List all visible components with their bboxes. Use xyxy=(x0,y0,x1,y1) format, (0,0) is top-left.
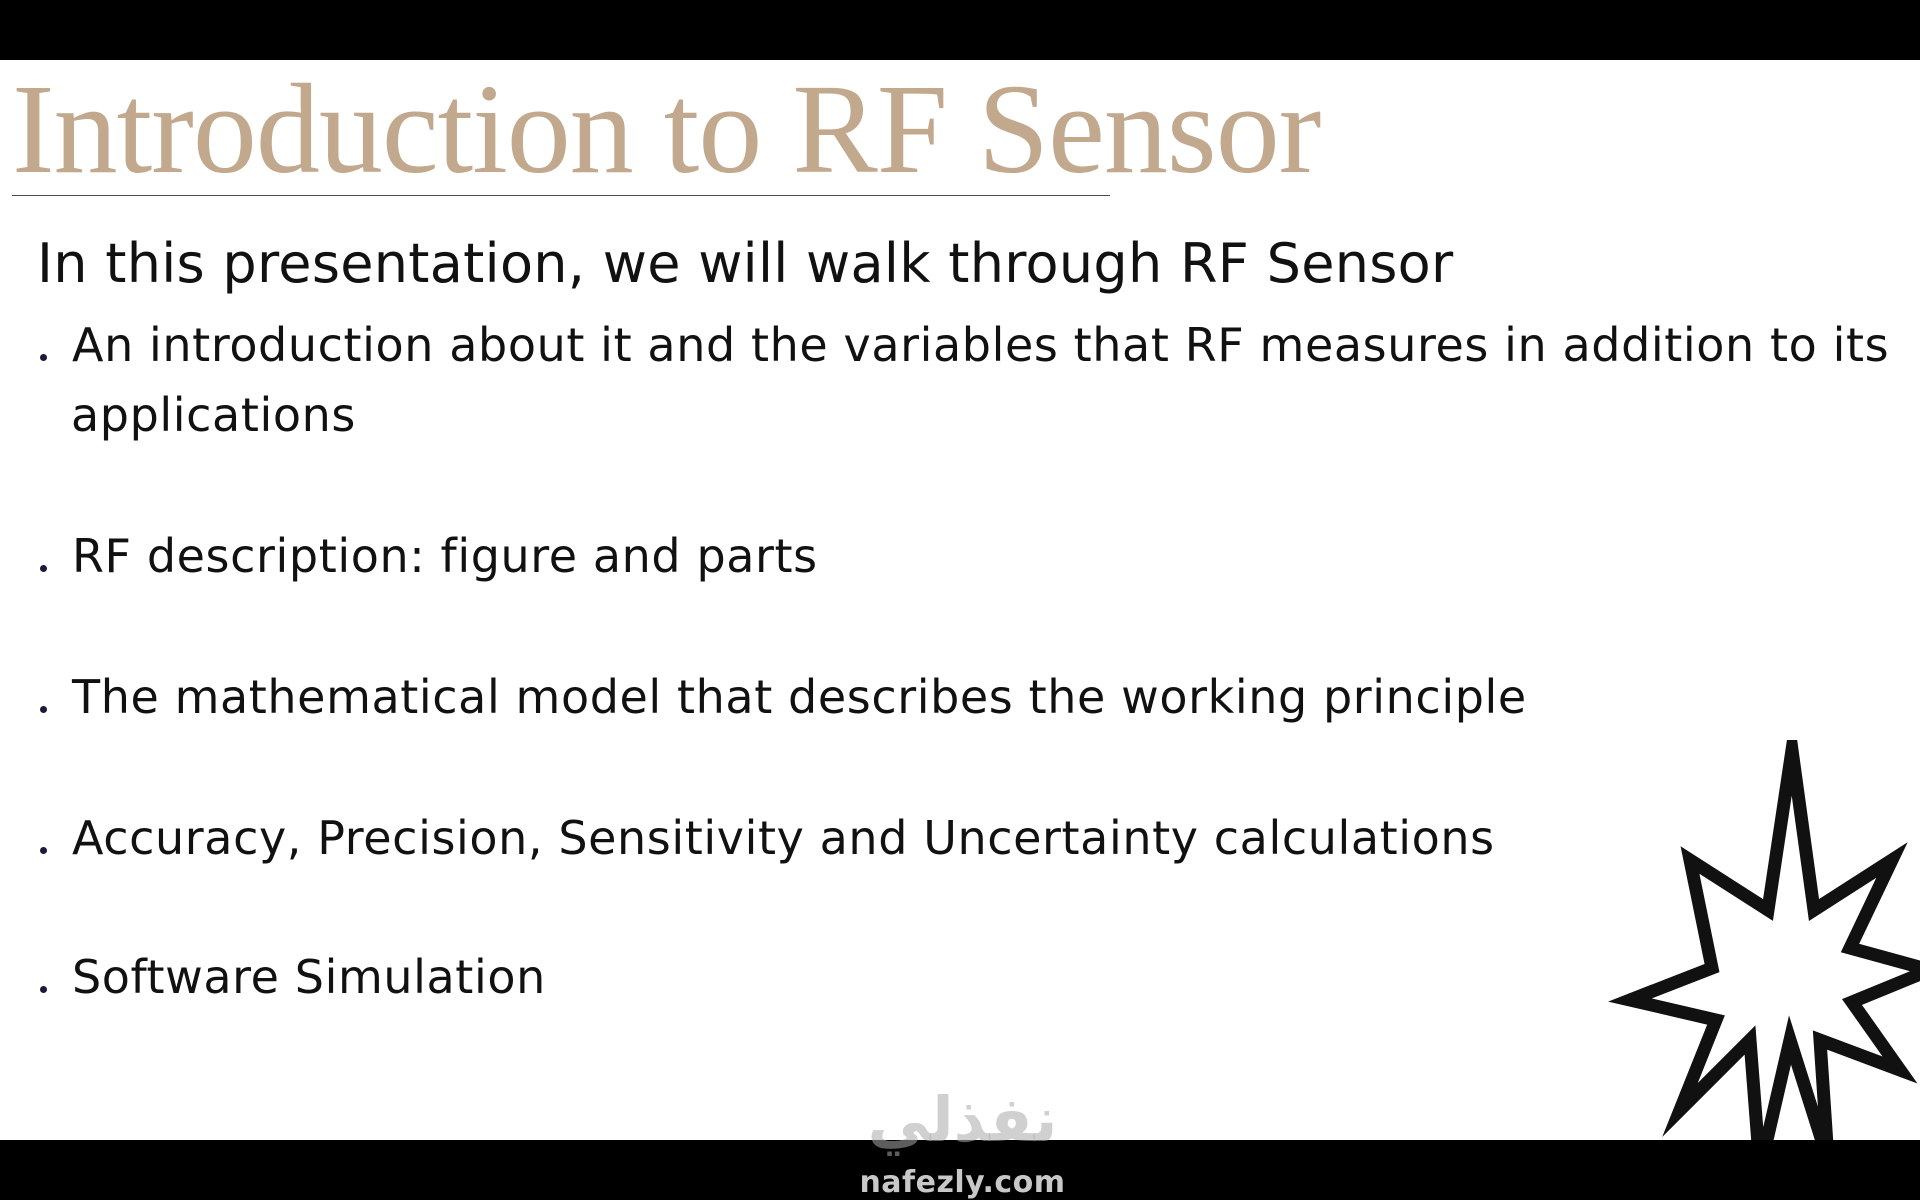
eight-point-star-icon xyxy=(1608,740,1920,1140)
letterbox-bottom xyxy=(0,1140,1920,1200)
bullet-dot-icon xyxy=(40,565,47,572)
bullet-dot-icon xyxy=(40,847,47,854)
bullet-dot-icon xyxy=(40,706,47,713)
bullet-text-continued: applications xyxy=(71,388,356,442)
bullet-text: Accuracy, Precision, Sensitivity and Unc… xyxy=(72,811,1495,865)
bullet-item: An introduction about it and the variabl… xyxy=(0,310,1889,450)
letterbox-top xyxy=(0,0,1920,60)
bullet-item: Software Simulation xyxy=(0,942,546,1012)
bullet-dot-icon xyxy=(40,986,47,993)
intro-text: In this presentation, we will walk throu… xyxy=(37,232,1454,295)
bullet-dot-icon xyxy=(40,354,47,361)
bullet-item: Accuracy, Precision, Sensitivity and Unc… xyxy=(0,803,1495,873)
watermark: نفذلي nafezly.com xyxy=(855,1085,1070,1200)
bullet-item: The mathematical model that describes th… xyxy=(0,662,1527,732)
bullet-item: RF description: figure and parts xyxy=(0,521,818,591)
watermark-url: nafezly.com xyxy=(859,1165,1066,1200)
bullet-text: The mathematical model that describes th… xyxy=(72,670,1527,724)
bullet-text: An introduction about it and the variabl… xyxy=(72,318,1890,372)
bullet-text: RF description: figure and parts xyxy=(72,529,818,583)
title-underline xyxy=(12,195,1110,196)
bullet-text: Software Simulation xyxy=(72,950,546,1004)
slide-title: Introduction to RF Sensor xyxy=(12,60,1321,200)
watermark-arabic: نفذلي xyxy=(867,1083,1058,1156)
presentation-slide: Introduction to RF Sensor In this presen… xyxy=(0,60,1920,1140)
